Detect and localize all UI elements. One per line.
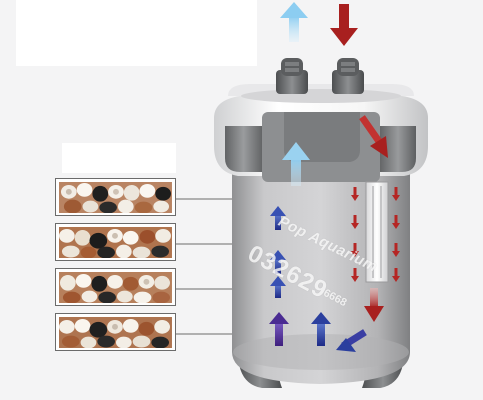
intake-tube	[365, 181, 389, 283]
inflow-arrow-bottom-right	[364, 288, 384, 322]
outflow-arrow-inner	[282, 142, 310, 186]
diagonal-arrow-bottom	[336, 329, 367, 352]
down-arrows-left	[351, 187, 359, 282]
canister-lid	[214, 84, 428, 182]
ceramic-rings-image	[59, 182, 172, 214]
media-tray-1	[55, 178, 176, 216]
down-arrows-right	[392, 187, 400, 282]
ceramic-rings-image	[59, 317, 172, 349]
outflow-arrow-top	[280, 2, 308, 42]
media-blank-label-box	[62, 143, 176, 173]
top-blank-label-box	[16, 0, 257, 66]
valve-outlet	[276, 58, 308, 94]
ceramic-rings-image	[59, 272, 172, 304]
inflow-arrow-diagonal	[359, 115, 388, 158]
media-tray-3	[55, 268, 176, 306]
media-tray-2	[55, 223, 176, 261]
media-tray-4	[55, 313, 176, 351]
up-arrows-media	[270, 206, 286, 298]
valve-inlet	[332, 58, 364, 94]
ceramic-rings-image	[59, 227, 172, 259]
inflow-arrow-top	[330, 4, 358, 46]
up-arrows-bottom	[269, 312, 331, 346]
